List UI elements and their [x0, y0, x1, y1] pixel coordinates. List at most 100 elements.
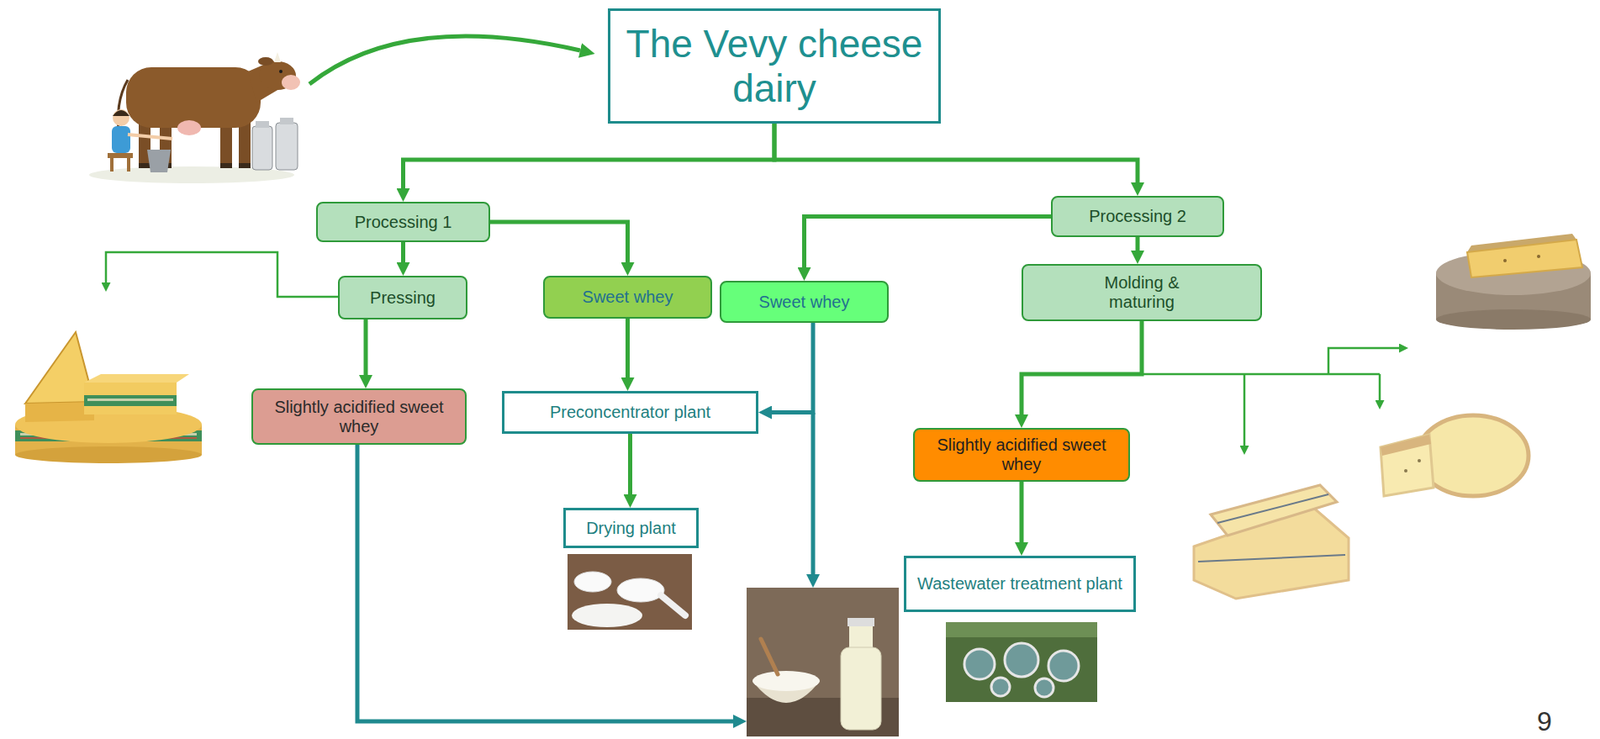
whey-powder-picture-part: [571, 603, 643, 628]
hard-cheese-picture-part: [84, 374, 190, 383]
milk-picture-part: [840, 647, 882, 730]
cow-illustration-part: [126, 67, 261, 128]
cow-illustration-part: [112, 110, 130, 117]
hard-cheese-picture-part: [84, 382, 177, 415]
product-box: Sweet whey: [719, 280, 889, 323]
plant-box: Preconcentrator plant: [501, 390, 759, 434]
cow-illustration-part: [279, 117, 294, 125]
rind-cheese-picture-part: [1503, 258, 1507, 263]
treatment-plant-picture-part: [1034, 678, 1054, 698]
cow-illustration-part: [238, 163, 251, 169]
whey-powder-picture-part: [574, 571, 612, 592]
soft-cheese-picture-part: [1380, 434, 1432, 456]
cow-illustration-part: [107, 153, 133, 159]
cow-illustration-part: [111, 126, 131, 154]
leader-line: [1378, 374, 1382, 401]
leader-line: [1328, 348, 1400, 375]
flow-arrow: [364, 319, 369, 375]
hard-cheese-picture-part: [25, 332, 95, 404]
node-text: Drying plant: [586, 518, 676, 539]
flow-arrow: [628, 433, 633, 495]
leader-line: [1243, 374, 1247, 446]
hard-cheese-picture-part: [15, 446, 202, 464]
process-box: Pressing: [337, 275, 468, 320]
whey-powder-picture-part: [567, 554, 692, 630]
cow-illustration-part: [127, 134, 173, 139]
cow-illustration-part: [279, 69, 283, 74]
node-text: Pressing: [369, 288, 436, 308]
cow-illustration-part: [275, 122, 298, 170]
milk-picture-part: [752, 670, 820, 692]
blue-vein-cheese-picture-part: [1217, 494, 1329, 523]
blue-vein-cheese-picture: [1193, 485, 1349, 599]
treatment-plant-picture-part: [991, 677, 1010, 697]
cow-illustration-part: [274, 52, 281, 63]
milk-picture-part: [760, 638, 778, 675]
flow-arrow: [804, 216, 1052, 269]
node-text: The Vevy cheese dairy: [618, 21, 930, 111]
cow-illustration-part: [126, 158, 131, 172]
soft-cheese-picture-part: [1417, 459, 1421, 463]
milk-picture-part: [847, 617, 875, 627]
node-text: Molding & maturing: [1078, 273, 1205, 312]
process-box: Processing 2: [1050, 195, 1225, 238]
node-text: Slightly acidified sweet whey: [261, 397, 457, 437]
node-text: Wastewater treatment plant: [917, 574, 1123, 594]
cow-illustration-part: [220, 163, 233, 169]
blue-vein-cheese-picture-part: [1210, 485, 1337, 536]
flow-arrow: [490, 221, 629, 263]
hard-cheese-picture-part: [84, 395, 177, 407]
flow-arrow: [1021, 321, 1142, 415]
product-box: Slightly acidified sweet whey: [251, 388, 467, 445]
blue-vein-cheese-picture-part: [1198, 554, 1346, 562]
cow-illustration: [89, 52, 301, 184]
node-text: Sweet whey: [759, 292, 851, 312]
cow-illustration-part: [258, 57, 274, 66]
dairy-box: The Vevy cheese dairy: [607, 8, 941, 124]
cow-illustration-part: [177, 120, 201, 136]
page-number: 9: [1536, 706, 1553, 738]
node-text: Sweet whey: [582, 287, 674, 307]
node-text: Processing 2: [1088, 206, 1187, 227]
cow-illustration-part: [281, 74, 301, 90]
flow-arrow: [1019, 481, 1025, 543]
treatment-plant-picture-part: [945, 622, 1098, 638]
plant-box: Wastewater treatment plant: [903, 555, 1136, 613]
whey-powder-picture-part: [617, 578, 665, 602]
flow-line: [357, 444, 734, 722]
product-box: Sweet whey: [543, 275, 713, 319]
flow-arrow: [401, 242, 406, 263]
flow-arrow: [1135, 237, 1141, 251]
flow-arrow: [625, 318, 630, 378]
process-box: Processing 1: [316, 201, 491, 243]
rind-cheese-picture: [1436, 233, 1591, 330]
hard-cheese-picture: [15, 332, 202, 464]
milk-delivery-arrow: [309, 36, 581, 85]
soft-cheese-picture-part: [1380, 434, 1434, 497]
product-box: Slightly acidified sweet whey: [913, 427, 1131, 482]
rind-cheese-picture-part: [1467, 239, 1583, 278]
flow-arrow: [774, 123, 1138, 183]
plant-box: Drying plant: [563, 507, 699, 549]
node-text: Preconcentrator plant: [549, 402, 711, 423]
flow-arrow: [403, 123, 776, 189]
node-text: Processing 1: [354, 212, 453, 233]
rind-cheese-picture-part: [1436, 309, 1591, 330]
cow-illustration-part: [252, 126, 273, 170]
leader-line: [105, 252, 338, 297]
hard-cheese-picture-part: [87, 398, 174, 402]
treatment-plant-picture-part: [1004, 643, 1039, 677]
whey-powder-picture: [567, 554, 692, 630]
hard-cheese-picture-part: [25, 401, 95, 423]
cow-illustration-part: [255, 121, 270, 128]
milk-picture-part: [746, 587, 899, 737]
flow-arrow: [771, 322, 814, 413]
milk-picture: [746, 587, 899, 737]
cow-illustration-part: [112, 109, 130, 127]
whey-powder-picture-part: [660, 595, 686, 616]
treatment-plant-picture: [945, 622, 1098, 703]
process-box: Molding & maturing: [1021, 264, 1263, 322]
soft-cheese-picture-part: [1404, 469, 1408, 473]
treatment-plant-picture-part: [1048, 650, 1079, 682]
